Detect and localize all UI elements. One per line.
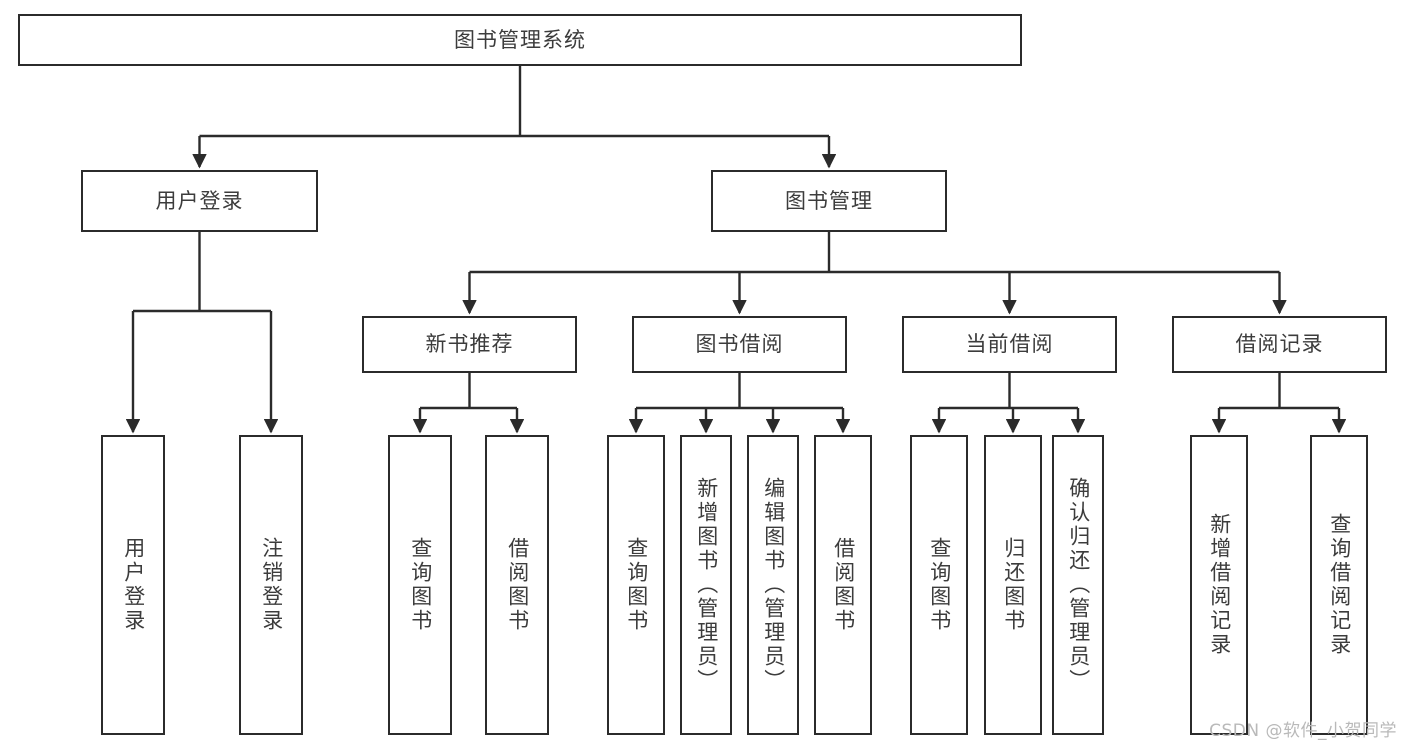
node-level3-2[interactable]: 当前借阅 [902, 316, 1117, 373]
node-leaf-10-label: 确认归还（管理员） [1066, 477, 1091, 693]
node-leaf-7[interactable]: 借阅图书 [814, 435, 872, 735]
node-leaf-8[interactable]: 查询图书 [910, 435, 968, 735]
node-leaf-1[interactable]: 注销登录 [239, 435, 303, 735]
node-leaf-6[interactable]: 编辑图书（管理员） [747, 435, 799, 735]
watermark-label: CSDN @软件_小贺同学 [1209, 721, 1397, 741]
node-leaf-9[interactable]: 归还图书 [984, 435, 1042, 735]
node-leaf-2[interactable]: 查询图书 [388, 435, 452, 735]
node-leaf-11[interactable]: 新增借阅记录 [1190, 435, 1248, 735]
node-root[interactable]: 图书管理系统 [18, 14, 1022, 66]
node-leaf-5-label: 新增图书（管理员） [694, 477, 719, 693]
node-leaf-1-label: 注销登录 [259, 537, 284, 633]
node-leaf-3[interactable]: 借阅图书 [485, 435, 549, 735]
node-level3-2-label: 当前借阅 [965, 332, 1054, 356]
node-level2-0-label: 用户登录 [155, 188, 244, 213]
node-leaf-4[interactable]: 查询图书 [607, 435, 665, 735]
node-leaf-0-label: 用户登录 [121, 537, 146, 633]
node-leaf-12[interactable]: 查询借阅记录 [1310, 435, 1368, 735]
node-leaf-4-label: 查询图书 [624, 537, 649, 633]
node-leaf-5[interactable]: 新增图书（管理员） [680, 435, 732, 735]
node-level2-1-label: 图书管理 [785, 188, 873, 213]
node-leaf-0[interactable]: 用户登录 [101, 435, 165, 735]
node-leaf-12-label: 查询借阅记录 [1327, 513, 1352, 657]
node-level2-0[interactable]: 用户登录 [81, 170, 318, 232]
node-level3-3[interactable]: 借阅记录 [1172, 316, 1387, 373]
node-leaf-6-label: 编辑图书（管理员） [761, 477, 786, 693]
node-level2-1[interactable]: 图书管理 [711, 170, 947, 232]
node-level3-0[interactable]: 新书推荐 [362, 316, 577, 373]
node-leaf-11-label: 新增借阅记录 [1207, 513, 1232, 657]
node-leaf-10[interactable]: 确认归还（管理员） [1052, 435, 1104, 735]
node-level3-1[interactable]: 图书借阅 [632, 316, 847, 373]
node-leaf-3-label: 借阅图书 [505, 537, 530, 633]
node-leaf-7-label: 借阅图书 [831, 537, 856, 633]
node-leaf-8-label: 查询图书 [927, 537, 952, 633]
node-level3-3-label: 借阅记录 [1235, 332, 1324, 356]
node-level3-0-label: 新书推荐 [425, 332, 514, 356]
node-leaf-2-label: 查询图书 [408, 537, 433, 633]
node-root-label: 图书管理系统 [454, 27, 586, 52]
node-leaf-9-label: 归还图书 [1001, 537, 1026, 633]
node-level3-1-label: 图书借阅 [695, 332, 784, 356]
